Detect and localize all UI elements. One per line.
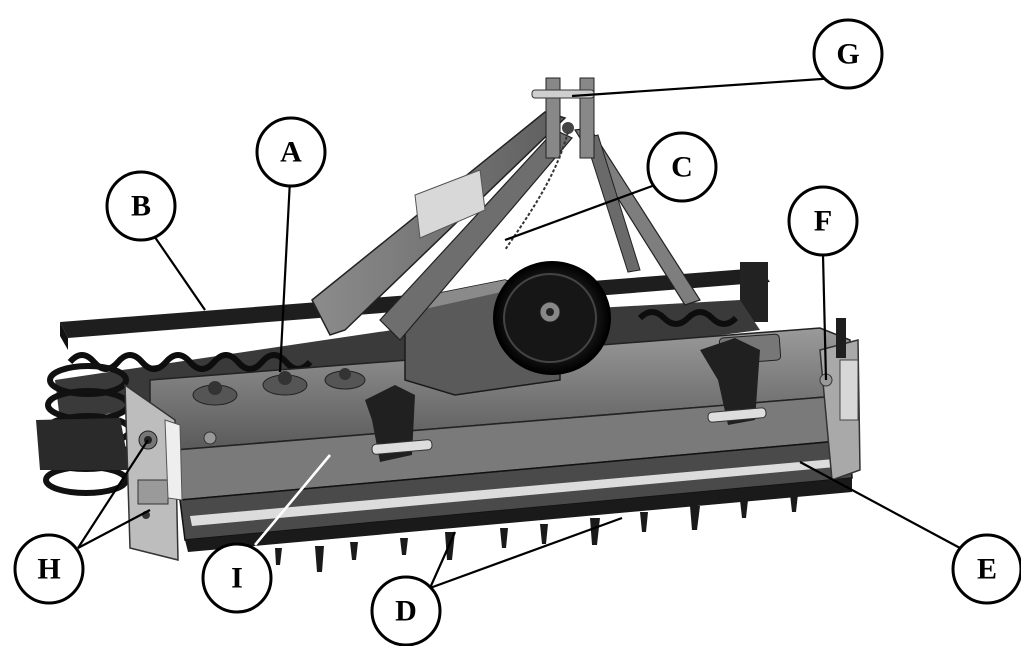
callout-c: C: [646, 131, 718, 203]
leader-i: [254, 454, 331, 546]
callout-g: G: [812, 18, 884, 90]
callout-g-label: G: [836, 38, 859, 71]
callout-f-label: F: [814, 205, 832, 238]
callout-h: H: [13, 533, 85, 605]
leader-d-1: [428, 531, 457, 589]
leader-a: [278, 179, 292, 373]
callout-f: F: [787, 185, 859, 257]
leveling-board-highlight: [190, 458, 846, 526]
leader-c: [504, 183, 656, 242]
leader-f: [821, 254, 828, 381]
tines: [275, 494, 798, 572]
callout-h-label: H: [37, 553, 60, 586]
leader-d-2: [429, 516, 623, 590]
callout-b-label: B: [131, 190, 151, 223]
leader-g: [571, 76, 837, 98]
callout-a-label: A: [280, 136, 302, 169]
callout-e: E: [951, 533, 1021, 605]
callout-i-label: I: [231, 562, 243, 595]
callout-d: D: [370, 575, 442, 646]
left-adjust-pin: [203, 431, 217, 445]
callout-d-label: D: [395, 595, 417, 628]
leader-h-2: [77, 509, 151, 549]
callout-a: A: [255, 116, 327, 188]
leader-e: [799, 461, 961, 549]
left-skid: [36, 418, 130, 470]
rotary-tiller-machine: [36, 77, 861, 572]
callout-i: I: [201, 542, 273, 614]
callout-b: B: [105, 170, 177, 242]
leader-lines: [77, 76, 961, 590]
callout-e-label: E: [977, 553, 997, 586]
leader-b: [149, 229, 206, 311]
callout-c-label: C: [671, 151, 693, 184]
leader-h-1: [77, 439, 149, 549]
pto-bell-guard: [493, 261, 611, 375]
lower-hitch-brackets: [365, 338, 767, 462]
three-point-hitch: [311, 77, 701, 341]
